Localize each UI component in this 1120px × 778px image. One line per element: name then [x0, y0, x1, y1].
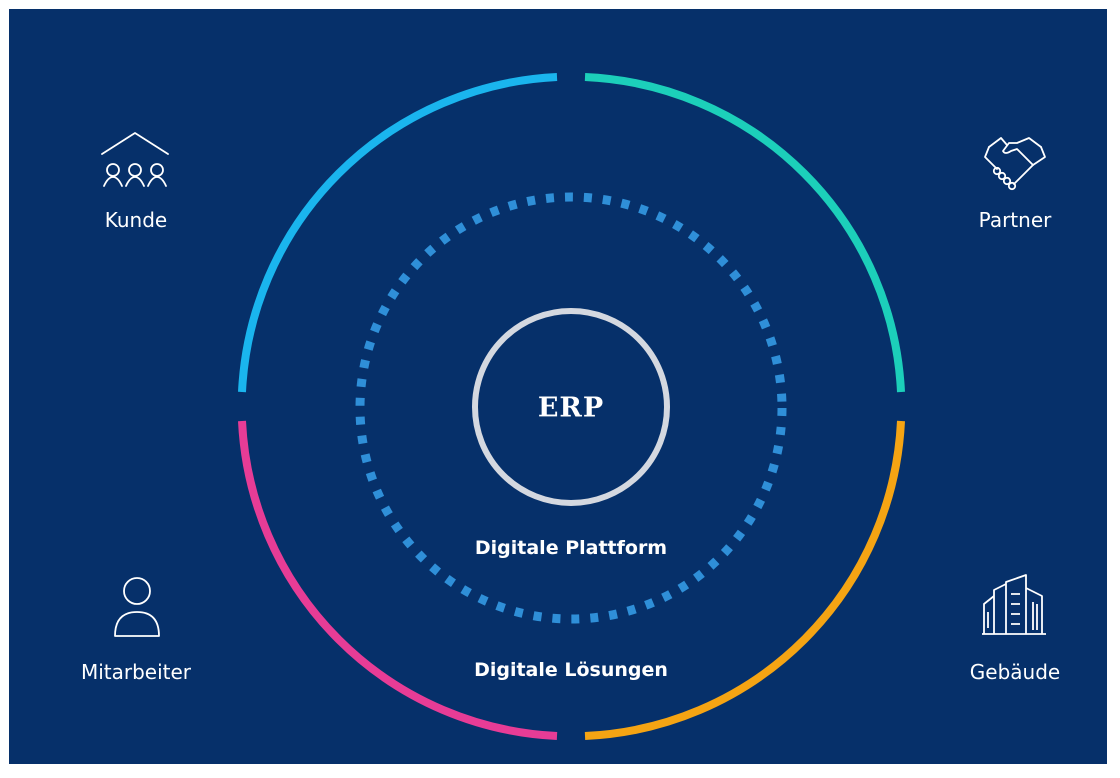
- solutions-label: Digitale Lösungen: [474, 659, 668, 681]
- arc-gebaeude: [584, 420, 905, 740]
- gebaeude-label: Gebäude: [969, 660, 1061, 684]
- mitarbeiter-label: Mitarbeiter: [80, 660, 192, 684]
- partner-label: Partner: [978, 208, 1052, 232]
- platform-label: Digitale Plattform: [474, 537, 668, 559]
- arc-mitarbeiter: [238, 420, 558, 740]
- erp-ring: [472, 308, 670, 506]
- person-icon: [114, 577, 160, 637]
- kunde-label: Kunde: [104, 208, 168, 232]
- customer-group-icon: [101, 132, 169, 187]
- building-icon: [982, 574, 1046, 635]
- diagram-background: [9, 9, 1107, 764]
- arc-partner: [584, 73, 905, 393]
- platform-ring: [355, 192, 787, 624]
- arc-kunde: [238, 73, 558, 393]
- erp-label: ERP: [537, 392, 605, 424]
- handshake-icon: [984, 137, 1046, 191]
